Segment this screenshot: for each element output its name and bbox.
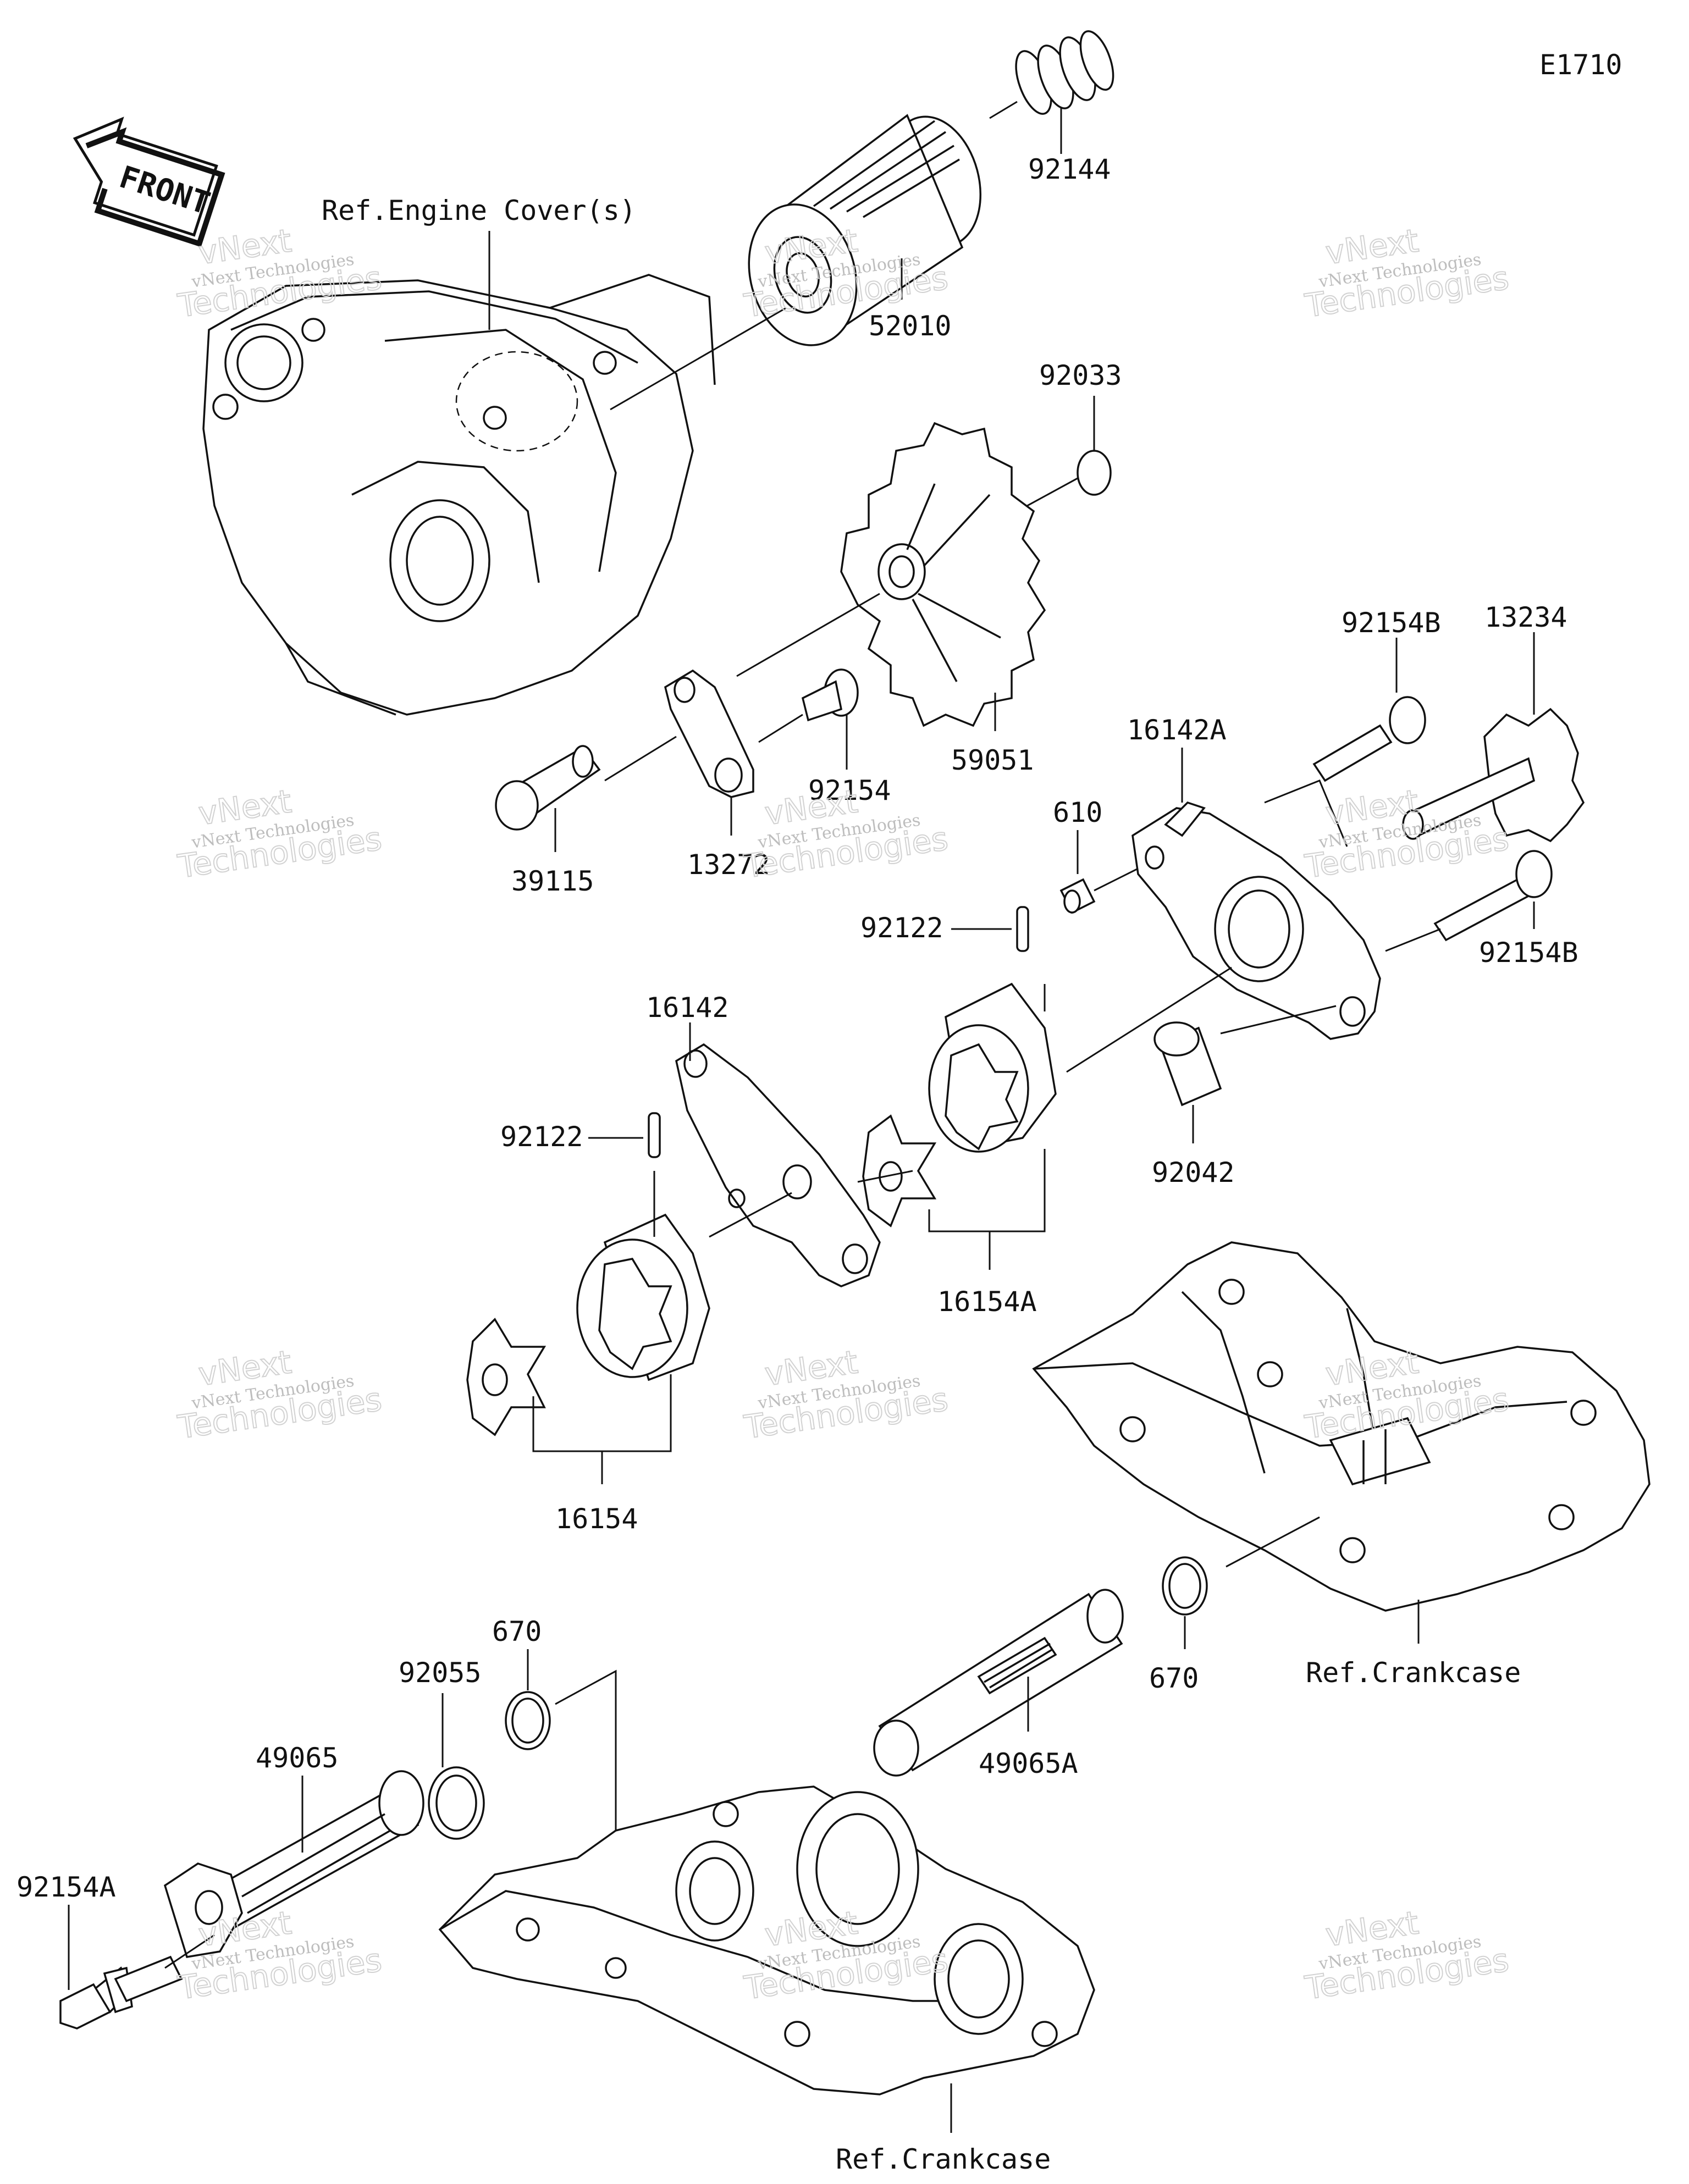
inner-rotor-16154A bbox=[862, 1114, 937, 1228]
label-92154B-bottom: 92154B bbox=[1479, 937, 1578, 969]
outer-rotor-16154A bbox=[928, 982, 1057, 1153]
pin-610 bbox=[1059, 878, 1096, 914]
o-ring-670-left bbox=[505, 1691, 551, 1750]
watermark: vNext vNext Technologies Technologies bbox=[741, 782, 951, 886]
ref-engine-cover: Ref.Engine Cover(s) bbox=[322, 195, 636, 226]
label-92154B-top: 92154B bbox=[1342, 607, 1441, 639]
strainer-49065 bbox=[163, 1770, 424, 1958]
bolt-92154B-bottom bbox=[1433, 850, 1553, 942]
dowel-92122-left bbox=[648, 1112, 661, 1158]
label-610: 610 bbox=[1053, 797, 1102, 828]
label-92042: 92042 bbox=[1152, 1157, 1235, 1188]
watermark: vNext vNext Technologies Technologies bbox=[1302, 1903, 1511, 2007]
circlip-92033 bbox=[1077, 450, 1112, 496]
label-92154: 92154 bbox=[808, 775, 891, 806]
spring-92144 bbox=[1015, 30, 1114, 115]
sprocket-59051 bbox=[840, 422, 1046, 727]
label-16154: 16154 bbox=[555, 1503, 638, 1535]
engine-cover-illustration bbox=[202, 274, 716, 716]
label-13234: 13234 bbox=[1484, 601, 1567, 633]
label-92122-top: 92122 bbox=[860, 912, 943, 944]
watermark: vNext vNext Technologies Technologies bbox=[1302, 221, 1511, 325]
label-92033: 92033 bbox=[1039, 360, 1122, 391]
crankcase-right-illustration bbox=[1032, 1241, 1651, 1612]
bolt-92154B-top bbox=[1312, 696, 1426, 782]
oil-filter-52010 bbox=[748, 114, 982, 346]
ref-crankcase-right: Ref.Crankcase bbox=[1306, 1657, 1521, 1689]
bolt-92154 bbox=[801, 668, 859, 722]
label-39115: 39115 bbox=[511, 865, 594, 897]
diagram-code: E1710 bbox=[1539, 49, 1622, 81]
dowel-92122-top bbox=[1016, 906, 1029, 952]
label-49065A: 49065A bbox=[979, 1748, 1078, 1779]
outer-rotor-16154 bbox=[576, 1213, 710, 1381]
watermark: vNext vNext Technologies Technologies bbox=[175, 1342, 384, 1446]
label-13272: 13272 bbox=[687, 849, 770, 881]
inner-rotor-16154 bbox=[466, 1318, 547, 1436]
label-59051: 59051 bbox=[951, 744, 1034, 776]
watermark: vNext vNext Technologies Technologies bbox=[175, 782, 384, 886]
label-92154A: 92154A bbox=[16, 1871, 116, 1903]
label-16142: 16142 bbox=[646, 992, 729, 1024]
label-92144: 92144 bbox=[1028, 153, 1111, 185]
label-16142A: 16142A bbox=[1127, 714, 1227, 746]
plate-16142 bbox=[675, 1043, 881, 1287]
crankcase-bottom-illustration bbox=[438, 1785, 1095, 2095]
strainer-49065A bbox=[873, 1589, 1124, 1777]
bolt-92154A bbox=[59, 1955, 183, 2030]
label-92055: 92055 bbox=[399, 1657, 482, 1689]
collar-92042 bbox=[1153, 1021, 1222, 1107]
watermark: vNext vNext Technologies Technologies bbox=[741, 1342, 951, 1446]
label-52010: 52010 bbox=[869, 310, 952, 342]
label-670-left: 670 bbox=[492, 1616, 542, 1647]
plate-13272 bbox=[664, 669, 754, 798]
o-ring-92055 bbox=[428, 1766, 485, 1840]
ref-crankcase-bottom: Ref.Crankcase bbox=[836, 2143, 1051, 2175]
pump-housing-16142A bbox=[1131, 801, 1381, 1040]
label-92122-left: 92122 bbox=[500, 1121, 583, 1153]
shaft-39115 bbox=[495, 745, 601, 831]
label-16154A: 16154A bbox=[937, 1286, 1037, 1318]
label-49065: 49065 bbox=[256, 1742, 339, 1774]
shaft-13234 bbox=[1402, 707, 1585, 843]
label-670-right: 670 bbox=[1149, 1662, 1199, 1694]
o-ring-670-right bbox=[1162, 1556, 1208, 1616]
front-arrow-icon: FRONT bbox=[73, 117, 225, 247]
